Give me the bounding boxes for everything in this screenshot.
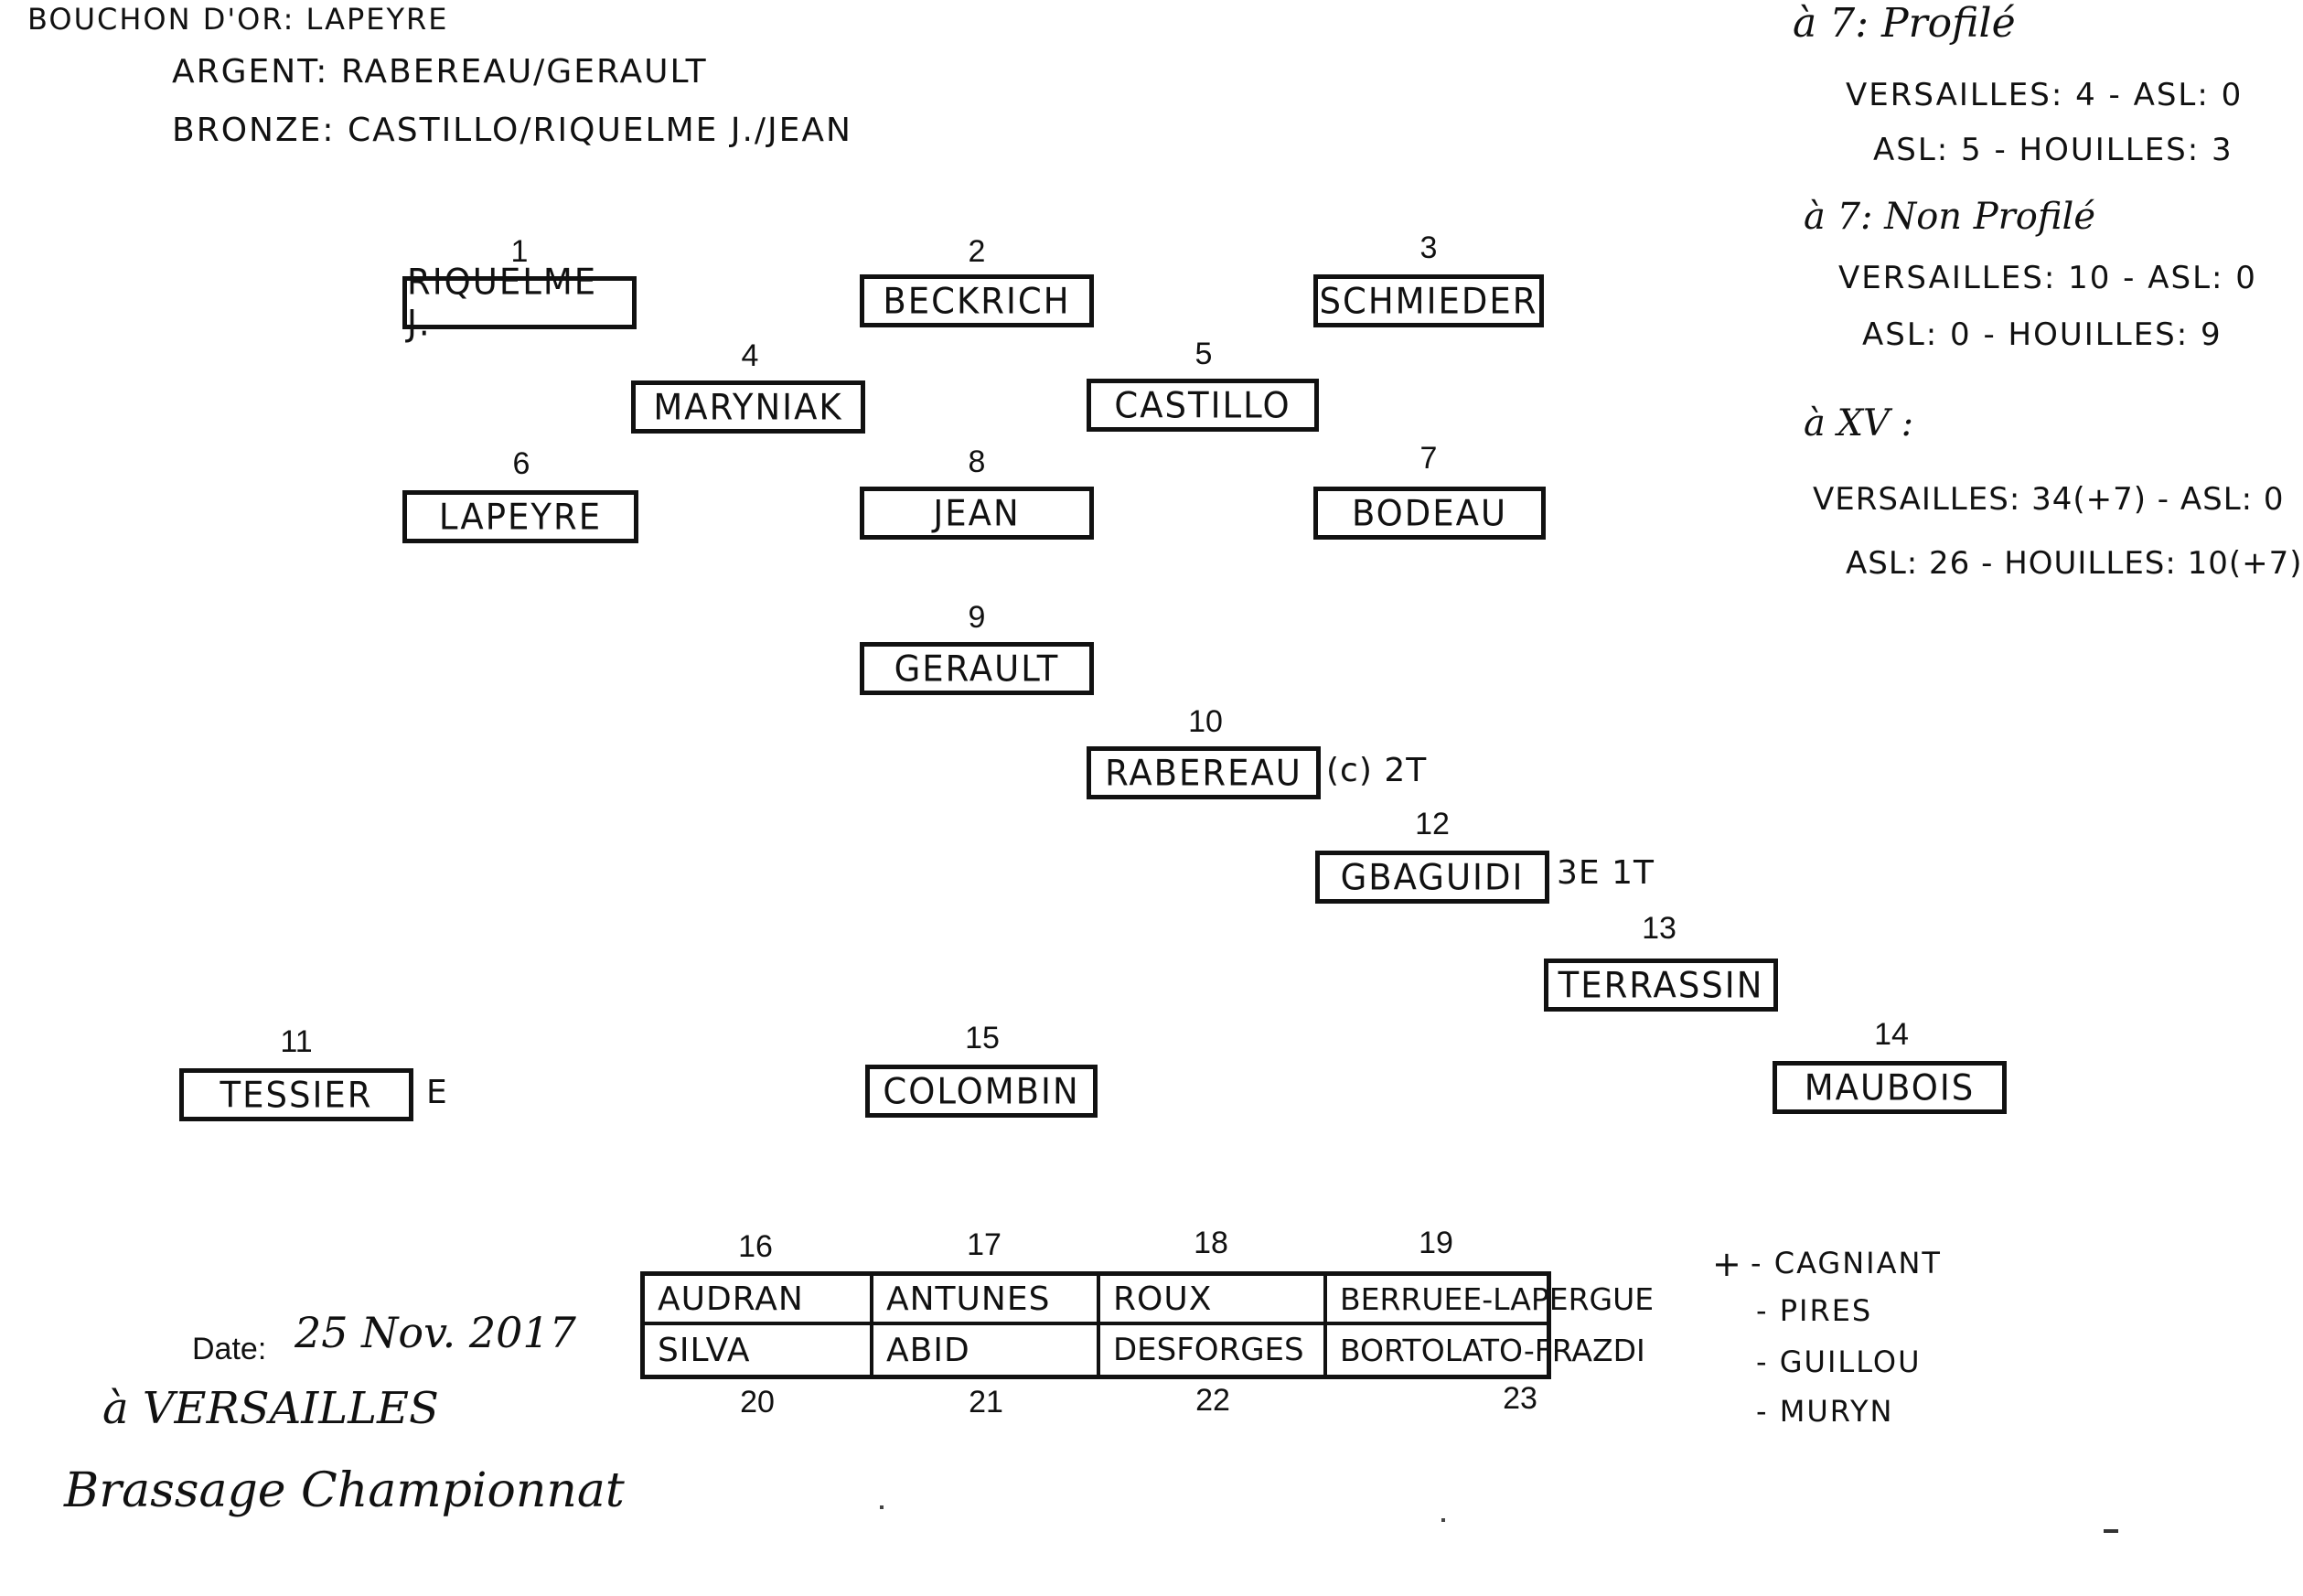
player-box: RABEREAU xyxy=(1087,746,1321,799)
player-box: TESSIER xyxy=(179,1068,413,1121)
position-number: 7 xyxy=(1419,441,1438,476)
player-box: LAPEYRE xyxy=(402,490,638,543)
award-bronze: BRONZE: CASTILLO/RIQUELME J./JEAN xyxy=(172,112,852,149)
player-box: CASTILLO xyxy=(1087,379,1319,432)
bench-number: 21 xyxy=(969,1385,1003,1419)
bench-cell: DESFORGES xyxy=(1100,1325,1327,1375)
bench-cell: ROUX xyxy=(1100,1276,1327,1325)
stats-line-4: ASL: 0 - HOUILLES: 9 xyxy=(1862,316,2223,353)
player-name: SCHMIEDER xyxy=(1319,280,1538,322)
player-name: CASTILLO xyxy=(1114,384,1291,426)
player-name: LAPEYRE xyxy=(438,496,603,538)
award-silver: ARGENT: RABEREAU/GERAULT xyxy=(172,53,708,91)
stats-line-3: VERSAILLES: 10 - ASL: 0 xyxy=(1838,260,2257,296)
player-box: JEAN xyxy=(860,487,1094,540)
stray-mark xyxy=(1441,1518,1445,1522)
player-name: MARYNIAK xyxy=(653,386,843,428)
bench-number: 18 xyxy=(1194,1226,1228,1260)
position-number: 11 xyxy=(280,1024,313,1059)
player-name: COLOMBIN xyxy=(883,1070,1080,1112)
extras-item: - CAGNIANT xyxy=(1751,1246,1942,1280)
player-name: RABEREAU xyxy=(1105,752,1302,794)
bench-cell: ABID xyxy=(873,1325,1100,1375)
player-box: TERRASSIN xyxy=(1544,959,1778,1012)
bench-number: 19 xyxy=(1419,1226,1453,1260)
bench-number: 20 xyxy=(740,1385,775,1419)
position-number: 6 xyxy=(512,446,530,481)
position-number: 10 xyxy=(1188,704,1223,739)
player-box: MAUBOIS xyxy=(1773,1061,2007,1114)
player-box: GERAULT xyxy=(860,642,1094,695)
position-number: 15 xyxy=(965,1021,1000,1055)
stats-line-5: VERSAILLES: 34(+7) - ASL: 0 xyxy=(1813,481,2285,518)
player-name: GERAULT xyxy=(894,648,1060,690)
stats-line-1: VERSAILLES: 4 - ASL: 0 xyxy=(1846,77,2244,113)
place-text: à VERSAILLES xyxy=(102,1383,439,1434)
bench-cell: AUDRAN xyxy=(645,1276,873,1325)
extras-item: - PIRES xyxy=(1756,1293,1873,1328)
player-name: RIQUELME J. xyxy=(407,261,598,345)
stray-mark xyxy=(880,1505,884,1509)
player-box: MARYNIAK xyxy=(631,380,865,434)
date-value: 25 Nov. 2017 xyxy=(295,1308,576,1357)
position-number: 14 xyxy=(1874,1017,1909,1052)
position-number: 3 xyxy=(1419,230,1438,265)
event-title: Brassage Championnat xyxy=(64,1463,625,1518)
bench-number: 16 xyxy=(738,1229,773,1264)
bench-table: AUDRAN ANTUNES ROUX BERRUEE-LAPERGUE SIL… xyxy=(640,1271,1654,1379)
position-number: 5 xyxy=(1194,337,1213,371)
position-number: 2 xyxy=(968,234,986,269)
player-box: SCHMIEDER xyxy=(1313,274,1544,327)
player-name: TESSIER xyxy=(220,1074,373,1116)
player-note: E xyxy=(426,1074,448,1111)
player-name: BODEAU xyxy=(1351,492,1508,534)
stray-mark xyxy=(2104,1529,2118,1533)
award-gold: BOUCHON D'OR: LAPEYRE xyxy=(27,2,449,37)
player-name: TERRASSIN xyxy=(1558,964,1764,1006)
bench-cell: BORTOLATO-FRAZDI xyxy=(1340,1332,1645,1368)
position-number: 12 xyxy=(1415,807,1450,841)
bench-number: 23 xyxy=(1503,1381,1537,1416)
player-box: BODEAU xyxy=(1313,487,1546,540)
bench-number: 17 xyxy=(967,1227,1002,1262)
bench-cell: SILVA xyxy=(645,1325,873,1375)
extras-item: - GUILLOU xyxy=(1756,1344,1922,1379)
stats-line-6: ASL: 26 - HOUILLES: 10(+7) xyxy=(1846,545,2303,582)
player-box: GBAGUIDI xyxy=(1315,851,1549,904)
stats-heading-7-non-profile: à 7: Non Profilé xyxy=(1804,196,2096,238)
extras-item: - MURYN xyxy=(1756,1394,1894,1429)
bench-cell: ANTUNES xyxy=(873,1276,1100,1325)
player-box: RIQUELME J. xyxy=(402,262,637,344)
stats-heading-7-profile: à 7: Profilé xyxy=(1793,0,2016,47)
bench-number: 22 xyxy=(1195,1383,1230,1418)
player-name: BECKRICH xyxy=(883,280,1071,322)
position-number: 9 xyxy=(968,600,986,635)
date-label: Date: xyxy=(192,1332,267,1366)
stats-heading-xv: à XV : xyxy=(1804,402,1914,445)
player-box: BECKRICH xyxy=(860,274,1094,327)
position-number: 8 xyxy=(968,445,986,479)
player-name: GBAGUIDI xyxy=(1340,856,1525,898)
position-number: 1 xyxy=(510,234,529,269)
player-note: 3E 1T xyxy=(1557,854,1655,892)
position-number: 4 xyxy=(741,338,759,373)
player-note: (c) 2T xyxy=(1326,752,1428,789)
stats-line-2: ASL: 5 - HOUILLES: 3 xyxy=(1873,132,2233,168)
bench-cell: BERRUEE-LAPERGUE xyxy=(1327,1276,1654,1325)
player-box: COLOMBIN xyxy=(865,1065,1098,1118)
extras-prefix: + xyxy=(1712,1244,1743,1284)
player-name: MAUBOIS xyxy=(1804,1066,1976,1109)
position-number: 13 xyxy=(1642,911,1676,946)
player-name: JEAN xyxy=(933,492,1021,534)
